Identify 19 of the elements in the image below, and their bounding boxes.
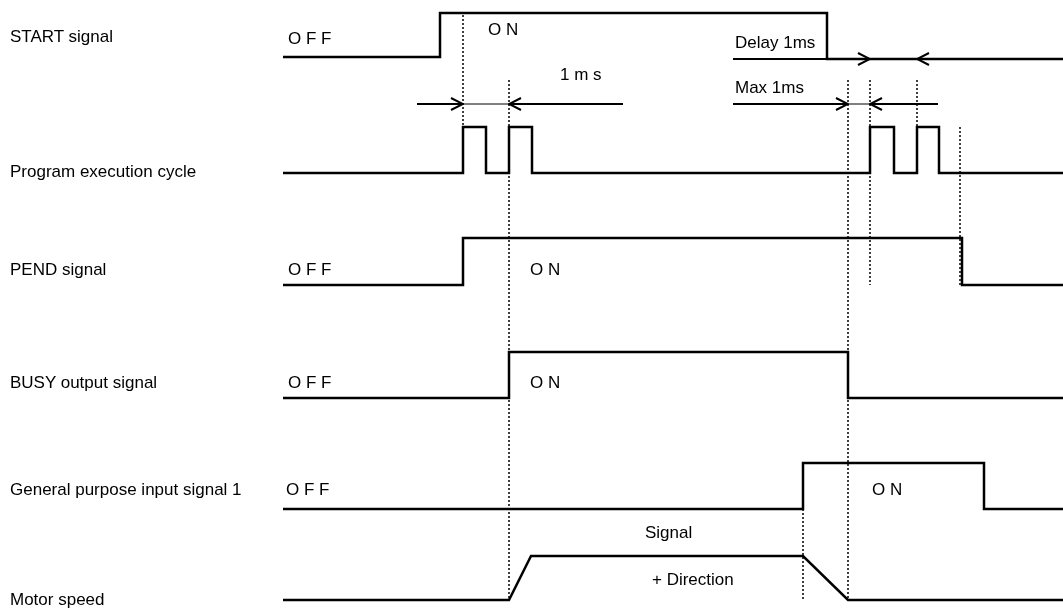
signal-name: BUSY output signal <box>10 373 158 393</box>
waveform-note: Signal <box>645 523 693 543</box>
signal-name: PEND signal <box>10 260 107 280</box>
waveform-note: + Direction <box>652 570 734 590</box>
state-label: O N <box>488 20 519 40</box>
state-label: O N <box>872 480 903 500</box>
timing-label: 1 m s <box>560 65 602 85</box>
state-label: O F F <box>286 480 330 500</box>
timing-label: Delay 1ms <box>735 33 816 53</box>
state-label: O N <box>530 260 561 280</box>
state-label: O F F <box>288 373 332 393</box>
timing-label: Max 1ms <box>735 78 804 98</box>
state-label: O N <box>530 373 561 393</box>
signal-name: Motor speed <box>10 590 105 610</box>
state-label: O F F <box>288 29 332 49</box>
state-label: O F F <box>288 260 332 280</box>
signal-name: START signal <box>10 27 113 47</box>
signal-name: General purpose input signal 1 <box>10 479 243 501</box>
signal-name: Program execution cycle <box>10 162 197 182</box>
